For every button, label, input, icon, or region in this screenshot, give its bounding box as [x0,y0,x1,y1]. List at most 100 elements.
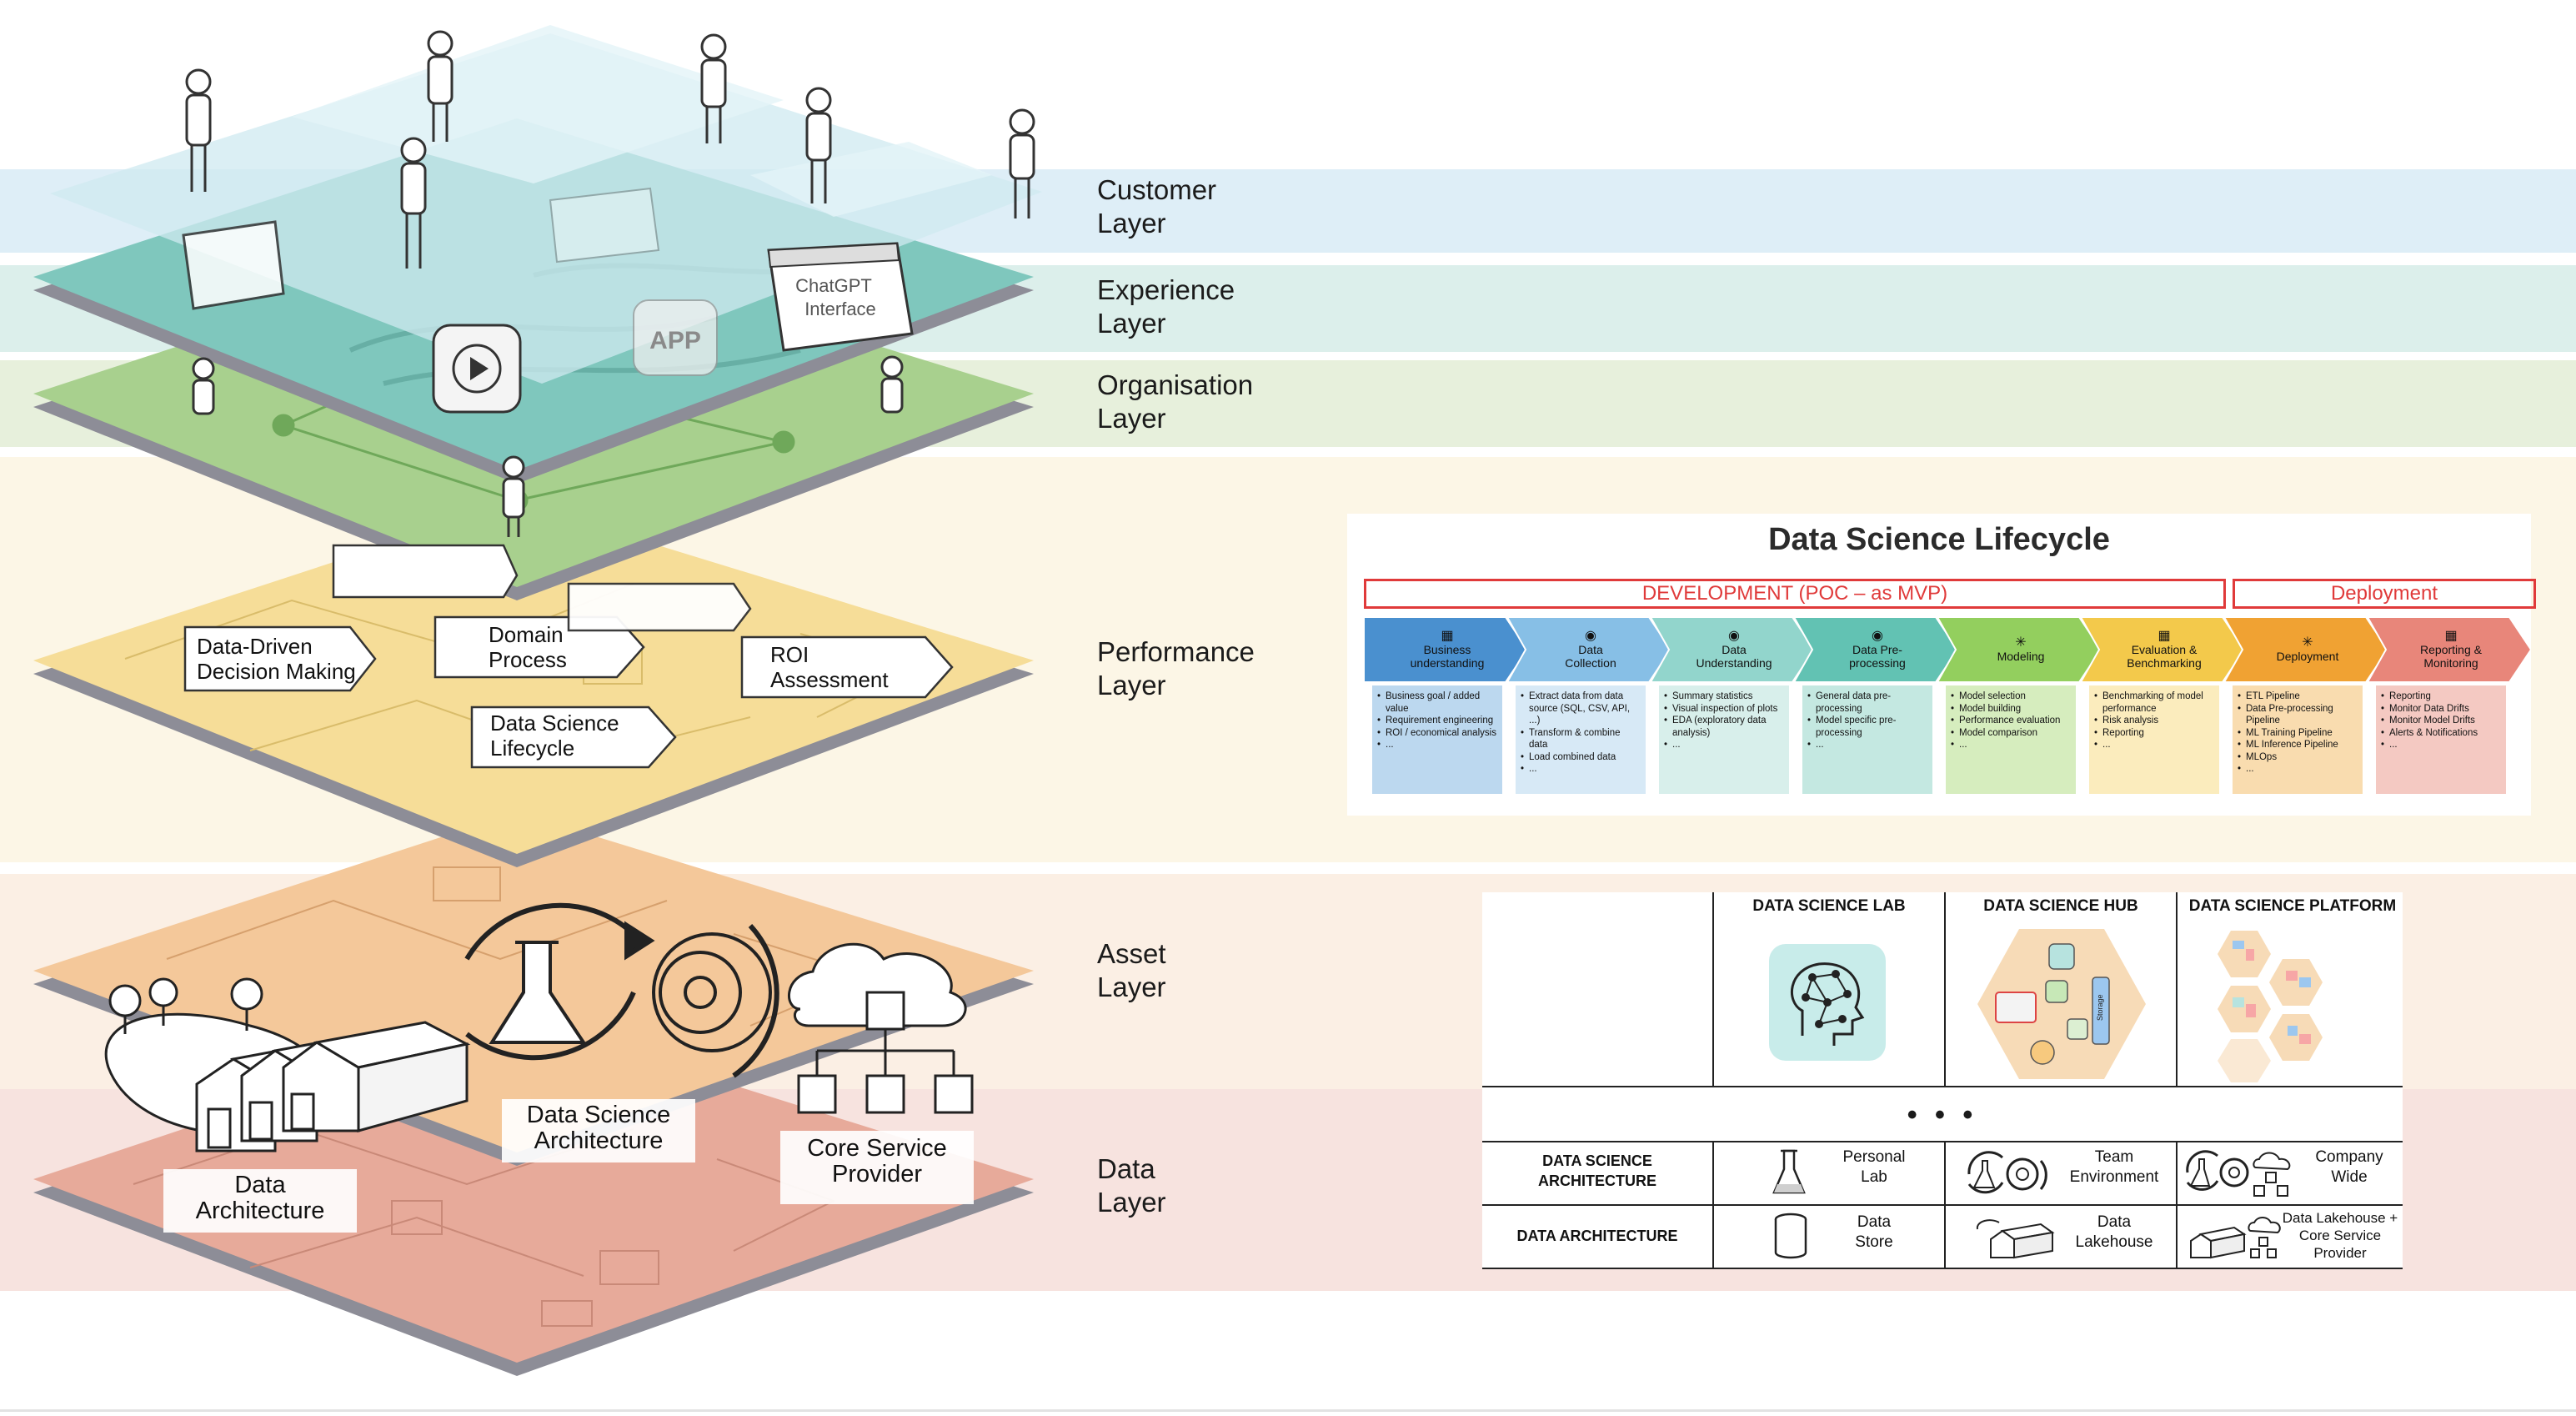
cloud-boxes-illustration [788,942,974,1114]
lifecycle-task-item: EDA (exploratory data analysis) [1664,715,1784,739]
chatgpt-interface-screen: ChatGPT Interface [767,242,914,352]
lifecycle-task-item: ETL Pipeline [2238,690,2358,703]
lifecycle-task-item: Reporting [2094,727,2214,740]
lifecycle-phase-chevron: ▦Evaluation &Benchmarking [2081,617,2244,682]
lifecycle-task-item: ... [2238,763,2358,776]
performance-tag-shapes [183,544,954,769]
database-icon: ◉ [1585,629,1596,643]
lifecycle-title: Data Science Lifecycle [1768,522,2110,557]
svg-text:ChatGPT: ChatGPT [795,275,872,296]
lifecycle-task-item: General data pre-processing [1807,690,1927,715]
performance-tag-decision-making: Data-Driven Decision Making [197,634,356,684]
lifecycle-task-item: ROI / economical analysis [1377,727,1497,740]
app-screen: APP [633,299,718,376]
lifecycle-task-item: ... [1521,763,1641,776]
lifecycle-task-item: Alerts & Notifications [2381,727,2501,740]
person-icon [192,357,215,415]
lifecycle-task-item: Benchmarking of model performance [2094,690,2214,715]
rowhead-data-science-architecture: DATA SCIENCE ARCHITECTURE [1538,1152,1656,1189]
tree-icon [108,984,142,1034]
person-icon [805,87,832,203]
lifecycle-task-item: Model specific pre-processing [1807,715,1927,739]
lifecycle-task-item: ... [1664,739,1784,751]
lifecycle-task-item: ... [2381,739,2501,751]
lifecycle-phase-chevron: ✳Deployment [2224,617,2388,682]
building-icon: ▦ [2444,629,2458,643]
lifecycle-phase-label: ✳Deployment [2249,617,2366,682]
platform-honeycomb-icon [2218,931,2323,1082]
person-icon [880,355,904,414]
table-divider [1482,1268,2403,1269]
lifecycle-task-item: Model building [1951,703,2071,716]
lifecycle-phase-tasks: Benchmarking of model performanceRisk an… [2089,685,2219,794]
lifecycle-phase-text: Modeling [1997,650,2045,663]
table-divider [1944,892,1946,1086]
table-divider [1712,892,1714,1086]
lifecycle-phase-label: ✳Modeling [1962,617,2079,682]
lifecycle-phase-text: processing [1849,656,1906,670]
table-divider [2176,892,2178,1086]
svg-text:APP: APP [649,327,701,354]
lifecycle-phase-chevron: ✳Modeling [1937,617,2101,682]
lifecycle-phase-chevron: ◉Data Pre-processing [1794,617,1957,682]
database-icon: ◉ [1728,629,1740,643]
header-platform: DATA SCIENCE PLATFORM [2188,897,2397,915]
lifecycle-task-item: Monitor Model Drifts [2381,715,2501,727]
lifecycle-phase-text: Deployment [2276,650,2339,663]
lifecycle-task-item: Summary statistics [1664,690,1784,703]
building-icon: ▦ [1441,629,1454,643]
lifecycle-task-item: ... [1807,739,1927,751]
lifecycle-task-item: Transform & combine data [1521,727,1641,751]
lifecycle-phase-tasks: General data pre-processingModel specifi… [1802,685,1932,794]
table-divider [1944,1141,1946,1269]
data-science-architecture-label: Data Science Architecture [502,1099,695,1162]
person-figures [185,30,1035,537]
table-divider [1482,1086,2403,1087]
lifecycle-phase-tasks: Model selectionModel buildingPerformance… [1946,685,2076,794]
lifecycle-phase-tasks: Summary statisticsVisual inspection of p… [1659,685,1789,794]
person-icon [1009,108,1035,218]
lifecycle-phase-text: Benchmarking [2127,656,2202,670]
lifecycle-phase-text: Understanding [1696,656,1772,670]
lifecycle-task-item: Reporting [2381,690,2501,703]
lifecycle-phase-label: ◉Data Pre-processing [1819,617,1936,682]
network-icon: ✳ [2015,635,2027,650]
layer-stack-illustration: ChatGPT Interface APP [33,25,1042,1376]
lifecycle-phase-text: Collection [1565,656,1616,670]
video-app-icon [432,324,522,414]
talk-screen [182,220,285,310]
deployment-phase-box: Deployment [2233,579,2536,609]
network-icon: ✳ [2302,635,2313,650]
warehouse-illustration [104,977,471,1152]
flask-gear-cloud-icon [2186,1150,2291,1197]
lifecycle-phase-text: Data Pre- [1852,643,1902,656]
cylinder-icon [1774,1213,1807,1259]
lifecycle-task-item: ... [1951,739,2071,751]
lifecycle-task-item: Performance evaluation [1951,715,2071,727]
lifecycle-task-item: Load combined data [1521,751,1641,764]
database-icon: ◉ [1872,629,1883,643]
tree-icon [230,977,263,1031]
lifecycle-phase-text: Monitoring [2423,656,2478,670]
data-science-maturity-table: DATA SCIENCE LAB DATA SCIENCE HUB DATA S… [1482,892,2403,1269]
lifecycle-task-item: Data Pre-processing Pipeline [2238,703,2358,727]
lifecycle-phase-tasks: Extract data from data source (SQL, CSV,… [1516,685,1646,794]
lifecycle-phase-tasks: ReportingMonitor Data DriftsMonitor Mode… [2376,685,2506,794]
lifecycle-task-item: Monitor Data Drifts [2381,703,2501,716]
table-divider [1482,1204,2403,1206]
lakehouse-icon [1976,1219,2055,1259]
building-icon: ▦ [2158,629,2171,643]
